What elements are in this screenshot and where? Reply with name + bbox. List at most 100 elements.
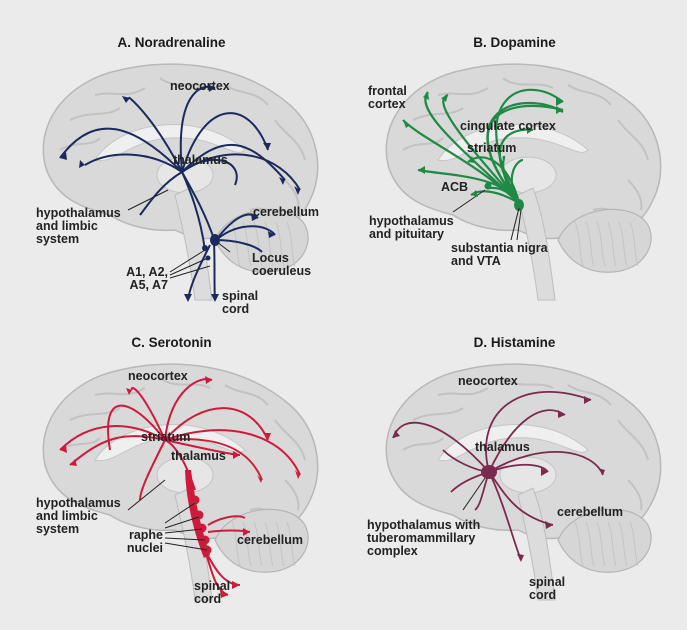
cerebellum-fold [275,521,285,567]
gyrus-line [402,137,444,151]
panel-noradrenaline: A. Noradrenaline neocortex thalamus hypo… [0,0,343,316]
label-hypothalamus: hypothalamus and limbic system [36,496,121,536]
cerebellum-fold [231,221,241,267]
brain-shape [385,363,662,601]
gyrus-line [69,107,121,121]
label-thalamus: thalamus [171,449,226,463]
gyrus-line [437,87,489,96]
label-locus-coeruleus: Locus coeruleus [252,251,312,278]
arrowheads [403,92,563,197]
gyrus-line [59,137,101,151]
label-raphe-nuclei: raphe nuclei [126,528,163,555]
label-thalamus: thalamus [173,153,228,167]
gyrus-line [627,179,643,211]
brain-shape [385,63,662,301]
gyrus-line [94,387,146,396]
gyrus-line [617,419,649,461]
leader-lines [452,189,522,241]
gyrus-line [617,119,649,161]
gyrus-line [159,377,211,389]
serotonin-pathways [59,378,301,596]
gyrus-line [284,479,300,511]
label-frontal-cortex: frontal cortex [368,84,407,111]
gyrus-line [567,84,612,106]
label-acb: ACB [441,180,469,194]
gyrus-line [69,407,121,421]
cerebellum-fold [253,521,263,567]
brain-illustration [42,363,319,601]
cerebellum-fold [585,521,595,567]
label-hypothalamus: hypothalamus and limbic system [36,206,121,246]
gyrus-line [224,84,269,106]
panel-title: A. Noradrenaline [117,35,226,50]
gyrus-line [437,387,489,396]
label-neocortex: neocortex [170,79,230,93]
panel-serotonin: C. Serotonin neocortex striatum thalamus… [0,300,343,615]
label-cingulate-cortex: cingulate cortex [460,119,556,133]
label-spinal-cord: spinal cord [194,579,231,606]
gyrus-line [224,384,269,406]
brainstem-shape [517,187,556,301]
cerebellum-fold [242,521,252,567]
label-cerebellum: cerebellum [237,533,304,547]
cerebellum-fold [574,221,584,267]
cerebellum-fold [596,521,606,567]
cerebellum-fold [629,221,639,267]
label-cerebellum: cerebellum [253,205,320,219]
brain-illustration [385,363,662,601]
arrowheads [60,376,300,598]
cerebellum-fold [629,521,639,567]
brainstem-shape [517,487,556,601]
gyrus-line [502,377,554,389]
cerebellum-fold [231,521,241,567]
label-spinal-cord: spinal cord [222,289,259,316]
panel-histamine: D. Histamine neocortex thalamus hypothal… [343,300,686,615]
arrowheads [60,84,300,302]
gyrus-line [412,107,464,121]
cerebellum-fold [618,221,628,267]
label-neocortex: neocortex [458,374,518,388]
cerebellum-fold [275,221,285,267]
panel-title: B. Dopamine [473,35,556,50]
histamine-pathways [392,391,604,561]
label-substantia-nigra: substantia nigra and VTA [451,241,548,268]
cerebellum-fold [264,221,274,267]
label-striatum: striatum [141,430,191,444]
panel-dopamine: B. Dopamine frontal cortex cingulate cor… [343,0,686,315]
label-cerebellum: cerebellum [557,505,624,519]
leader-lines [127,479,208,551]
brain-shape [42,63,319,301]
cerebellum-fold [607,221,617,267]
cerebellum-fold [618,521,628,567]
gyrus-line [94,87,146,96]
gyrus-line [567,384,612,406]
cerebellum-fold [596,221,606,267]
gyrus-line [412,407,464,421]
tuberomammillary-nucleus [481,465,497,479]
cerebellum-fold [286,221,296,267]
cerebellum-fold [574,521,584,567]
label-spinal-cord: spinal cord [529,575,566,602]
arrowheads [393,396,605,562]
gyrus-line [402,437,444,451]
label-hypothalamus-tuberomammillary: hypothalamus with tuberomammillary compl… [367,518,481,558]
cerebellum-fold [286,521,296,567]
cerebellum-fold [607,521,617,567]
panel-title: D. Histamine [473,335,556,350]
label-hypothalamus-pituitary: hypothalamus and pituitary [369,214,454,241]
label-striatum: striatum [467,141,517,155]
cerebellum-fold [264,521,274,567]
label-neocortex: neocortex [128,369,188,383]
leader-lines [127,189,231,279]
cerebellum-fold [585,221,595,267]
brain-shape [42,363,319,601]
gyrus-line [502,77,554,89]
gyrus-line [274,119,306,161]
panel-title: C. Serotonin [131,335,212,350]
label-thalamus: thalamus [475,440,530,454]
gyrus-line [284,179,300,211]
corpus-callosum-shape [94,424,246,462]
brain-illustration [385,63,662,301]
gyrus-line [627,479,643,511]
leader-lines [462,477,486,511]
